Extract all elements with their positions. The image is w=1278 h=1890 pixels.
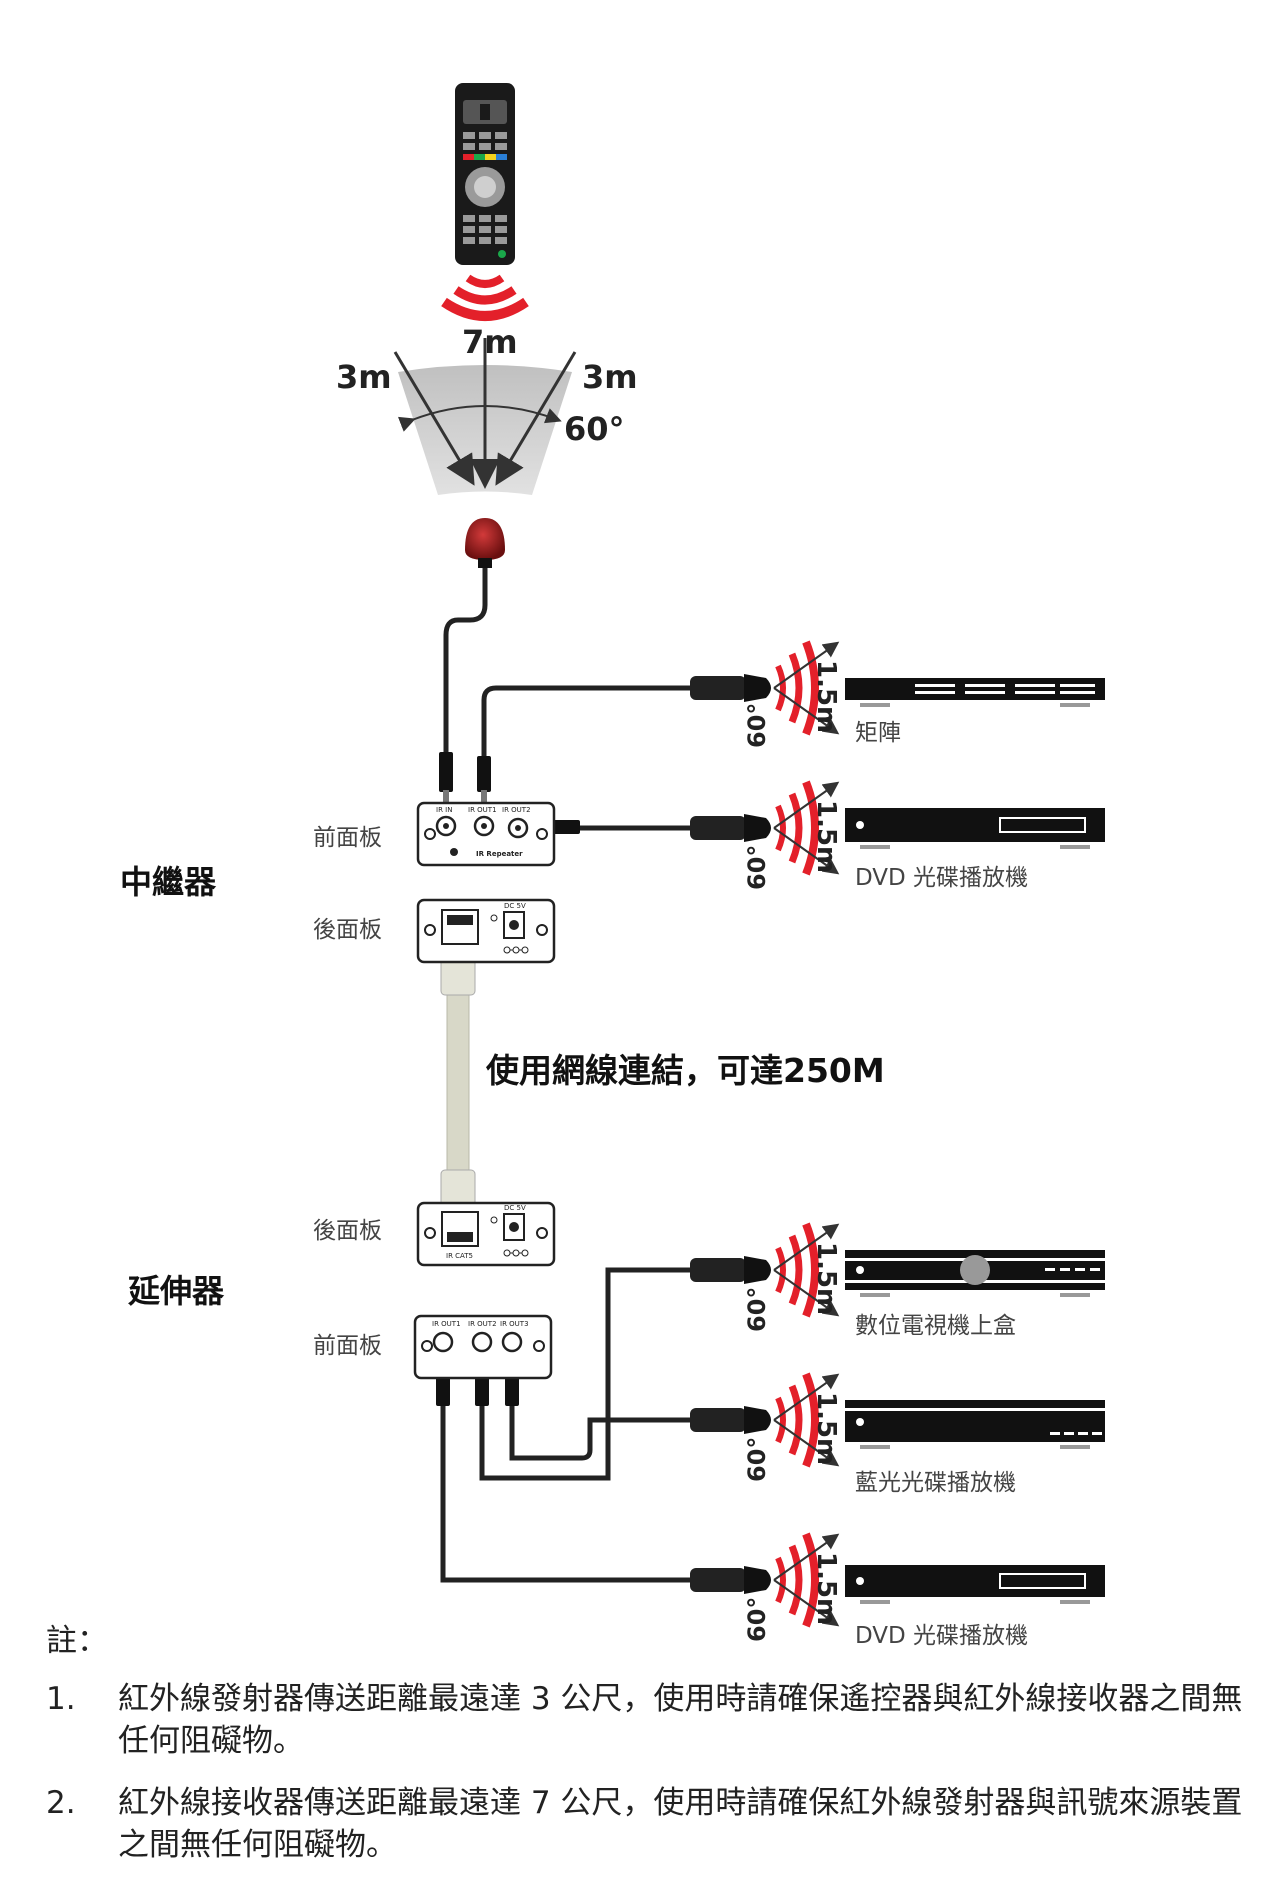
emitter-3-distance: 1.5m xyxy=(811,1242,841,1315)
repeater-port-ir-in: IR IN xyxy=(436,806,452,814)
extender-dc-label: DC 5V xyxy=(504,1204,526,1212)
device-5-label: DVD 光碟播放機 xyxy=(855,1623,1028,1649)
repeater-dc-label: DC 5V xyxy=(504,902,526,910)
device-1-label: 矩陣 xyxy=(855,720,901,746)
extender-port-ir-out2: IR OUT2 xyxy=(468,1320,497,1328)
repeater-rear-label: 後面板 xyxy=(313,917,382,943)
emitter-1-angle: 60° xyxy=(743,703,771,748)
dvd-player-device-icon xyxy=(845,808,1105,849)
emitter-row-5: 1.5m 60° DVD 光碟播放機 xyxy=(690,1534,1105,1649)
matrix-device-icon xyxy=(845,678,1105,707)
distance-7m: 7m xyxy=(462,323,518,361)
repeater-front-panel: IR IN IR OUT1 IR OUT2 IR Repeater xyxy=(416,801,556,867)
repeater-port-ir-out1: IR OUT1 xyxy=(468,806,497,814)
extender-rear-panel: DC 5V IR CAT5 xyxy=(416,1201,556,1267)
emitter-row-1: 1.5m 60° 矩陣 xyxy=(690,642,1105,748)
set-top-box-device-icon xyxy=(845,1250,1105,1297)
repeater-brand: IR Repeater xyxy=(476,850,523,858)
emitter-2-distance: 1.5m xyxy=(811,800,841,873)
repeater-front-label: 前面板 xyxy=(313,825,382,851)
distance-3m-right: 3m xyxy=(582,358,638,396)
note-number: 2. xyxy=(46,1785,76,1821)
bluray-player-device-icon xyxy=(845,1400,1105,1449)
extender-port-ir-out1: IR OUT1 xyxy=(432,1320,461,1328)
emitter-4-angle: 60° xyxy=(743,1437,771,1482)
extender-front-label: 前面板 xyxy=(313,1333,382,1359)
emitter-3-angle: 60° xyxy=(743,1287,771,1332)
note-text: 紅外線發射器傳送距離最遠達 3 公尺，使用時請確保遙控器與紅外線接收器之間無任何… xyxy=(118,1681,1243,1759)
emitter-2-angle: 60° xyxy=(743,845,771,890)
emitter-4-distance: 1.5m xyxy=(811,1392,841,1465)
repeater-port-ir-out2: IR OUT2 xyxy=(502,806,531,814)
reception-arrows xyxy=(393,338,577,489)
extender-front-panel: IR OUT1 IR OUT2 IR OUT3 xyxy=(413,1314,553,1380)
emitter-1-distance: 1.5m xyxy=(811,660,841,733)
note-item: 1. 紅外線發射器傳送距離最遠達 3 公尺，使用時請確保遙控器與紅外線接收器之間… xyxy=(46,1678,1246,1762)
extender-cat5-label: IR CAT5 xyxy=(446,1252,473,1260)
note-item: 2. 紅外線接收器傳送距離最遠達 7 公尺，使用時請確保紅外線發射器與訊號來源裝… xyxy=(46,1782,1246,1866)
cat5-cable xyxy=(440,934,476,1226)
extender-rear-label: 後面板 xyxy=(313,1218,382,1244)
emitter-row-4: 1.5m 60° 藍光光碟播放機 xyxy=(690,1374,1105,1496)
remote-signal-icon xyxy=(441,274,529,321)
repeater-rear-panel: DC 5V xyxy=(416,898,556,964)
device-2-label: DVD 光碟播放機 xyxy=(855,865,1028,891)
notes-section: 註： 1. 紅外線發射器傳送距離最遠達 3 公尺，使用時請確保遙控器與紅外線接收… xyxy=(46,1620,1246,1886)
emitter-row-3: 1.5m 60° 數位電視機上盒 xyxy=(690,1224,1105,1339)
device-4-label: 藍光光碟播放機 xyxy=(855,1470,1016,1496)
distance-3m-left: 3m xyxy=(336,358,392,396)
notes-heading: 註： xyxy=(46,1623,108,1659)
note-number: 1. xyxy=(46,1681,76,1717)
dvd-player-2-device-icon xyxy=(845,1565,1105,1604)
ir-receiver-icon xyxy=(465,518,505,568)
remote-control-icon xyxy=(455,83,515,265)
angle-60: 60° xyxy=(564,410,625,448)
note-text: 紅外線接收器傳送距離最遠達 7 公尺，使用時請確保紅外線發射器與訊號來源裝置之間… xyxy=(118,1785,1243,1863)
extender-title: 延伸器 xyxy=(127,1272,225,1310)
emitter-5-distance: 1.5m xyxy=(811,1552,841,1625)
emitter-5-angle: 60° xyxy=(743,1597,771,1642)
cable-note: 使用網線連結，可達250M xyxy=(486,1051,885,1090)
device-3-label: 數位電視機上盒 xyxy=(855,1313,1016,1339)
repeater-title: 中繼器 xyxy=(120,863,217,901)
emitter-row-2: 1.5m 60° DVD 光碟播放機 xyxy=(690,782,1105,891)
extender-port-ir-out3: IR OUT3 xyxy=(500,1320,529,1328)
